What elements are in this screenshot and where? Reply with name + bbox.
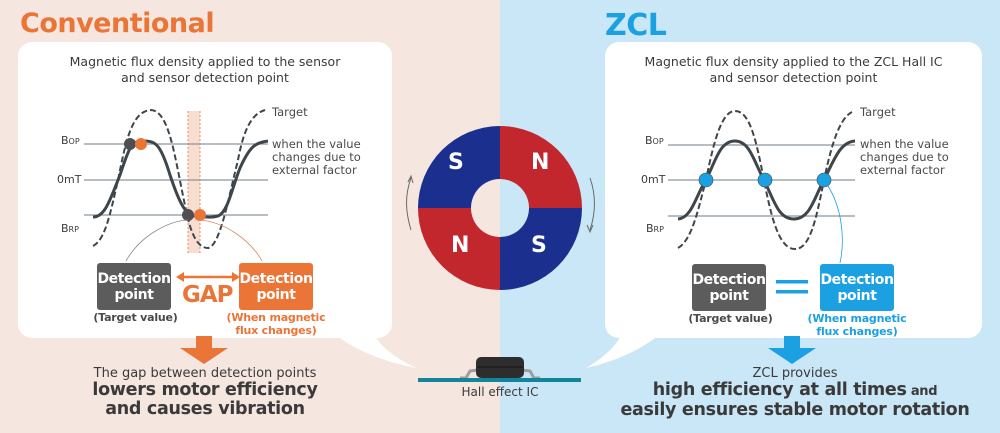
conventional-title: Conventional: [20, 8, 215, 39]
changed-legend: when the value changes due to external f…: [860, 137, 949, 177]
target-detection-marker-low: [182, 209, 194, 221]
changed-callout-line: [827, 185, 843, 264]
conventional-down-arrow: [180, 336, 228, 364]
right-card-tail: [586, 330, 665, 368]
target-legend: Target: [860, 105, 896, 119]
zero-label: 0mT: [57, 173, 82, 186]
target-detection-point-caption: (Target value): [688, 312, 773, 325]
gap-label: GAP: [182, 282, 234, 308]
zero-label: 0mT: [641, 173, 666, 186]
gap-double-arrow: [232, 272, 240, 282]
rotation-arrow-left-icon: [406, 177, 412, 231]
target-callout-line: [125, 219, 189, 262]
target-detection-point-caption: (Target value): [93, 311, 178, 324]
zcl-down-arrow: [768, 336, 816, 364]
rotation-arrow-right-icon: [589, 177, 595, 231]
zcl-card-heading: Magnetic flux density applied to the ZCL…: [644, 54, 943, 85]
changed-callout-line: [199, 219, 263, 262]
changed-detection-marker-low: [194, 209, 206, 221]
detection-marker-1: [698, 172, 714, 188]
detection-marker-2: [757, 172, 773, 188]
conventional-card-heading: Magnetic flux density applied to the sen…: [69, 54, 341, 85]
equals-sign: [776, 280, 808, 284]
target-detection-marker-high: [124, 138, 136, 150]
zcl-waveform-chart: [668, 109, 856, 294]
zcl-card: Magnetic flux density applied to the ZCL…: [605, 42, 982, 338]
bop-label: BOP: [645, 134, 664, 147]
gap-highlight-band: [188, 111, 200, 253]
circuit-board: [418, 378, 581, 382]
conventional-conclusion: The gap between detection points lowers …: [92, 366, 318, 419]
rotating-magnet-ring: [406, 126, 595, 290]
changed-legend: when the value changes due to external f…: [272, 137, 361, 177]
pole-label: S: [448, 150, 464, 175]
detection-marker-3: [816, 172, 832, 188]
pole-label: N: [451, 233, 470, 258]
pole-label: S: [531, 233, 547, 258]
hall-effect-ic: [418, 357, 581, 382]
conventional-waveform-chart: [84, 108, 269, 282]
conventional-card: Magnetic flux density applied to the sen…: [18, 42, 392, 338]
changed-detection-marker-high: [135, 138, 147, 150]
brp-label: BRP: [646, 222, 664, 235]
bop-label: BOP: [61, 134, 80, 147]
changed-waveform: [92, 139, 269, 219]
target-legend: Target: [272, 105, 308, 119]
magnet-center-hole: [500, 179, 529, 237]
zcl-conclusion: ZCL provides high efficiency at all time…: [620, 366, 970, 420]
zcl-title: ZCL: [605, 8, 667, 43]
pole-label: N: [531, 150, 550, 175]
left-card-tail: [330, 330, 416, 368]
brp-label: BRP: [61, 222, 79, 235]
hall-ic-label: Hall effect IC: [461, 385, 539, 399]
